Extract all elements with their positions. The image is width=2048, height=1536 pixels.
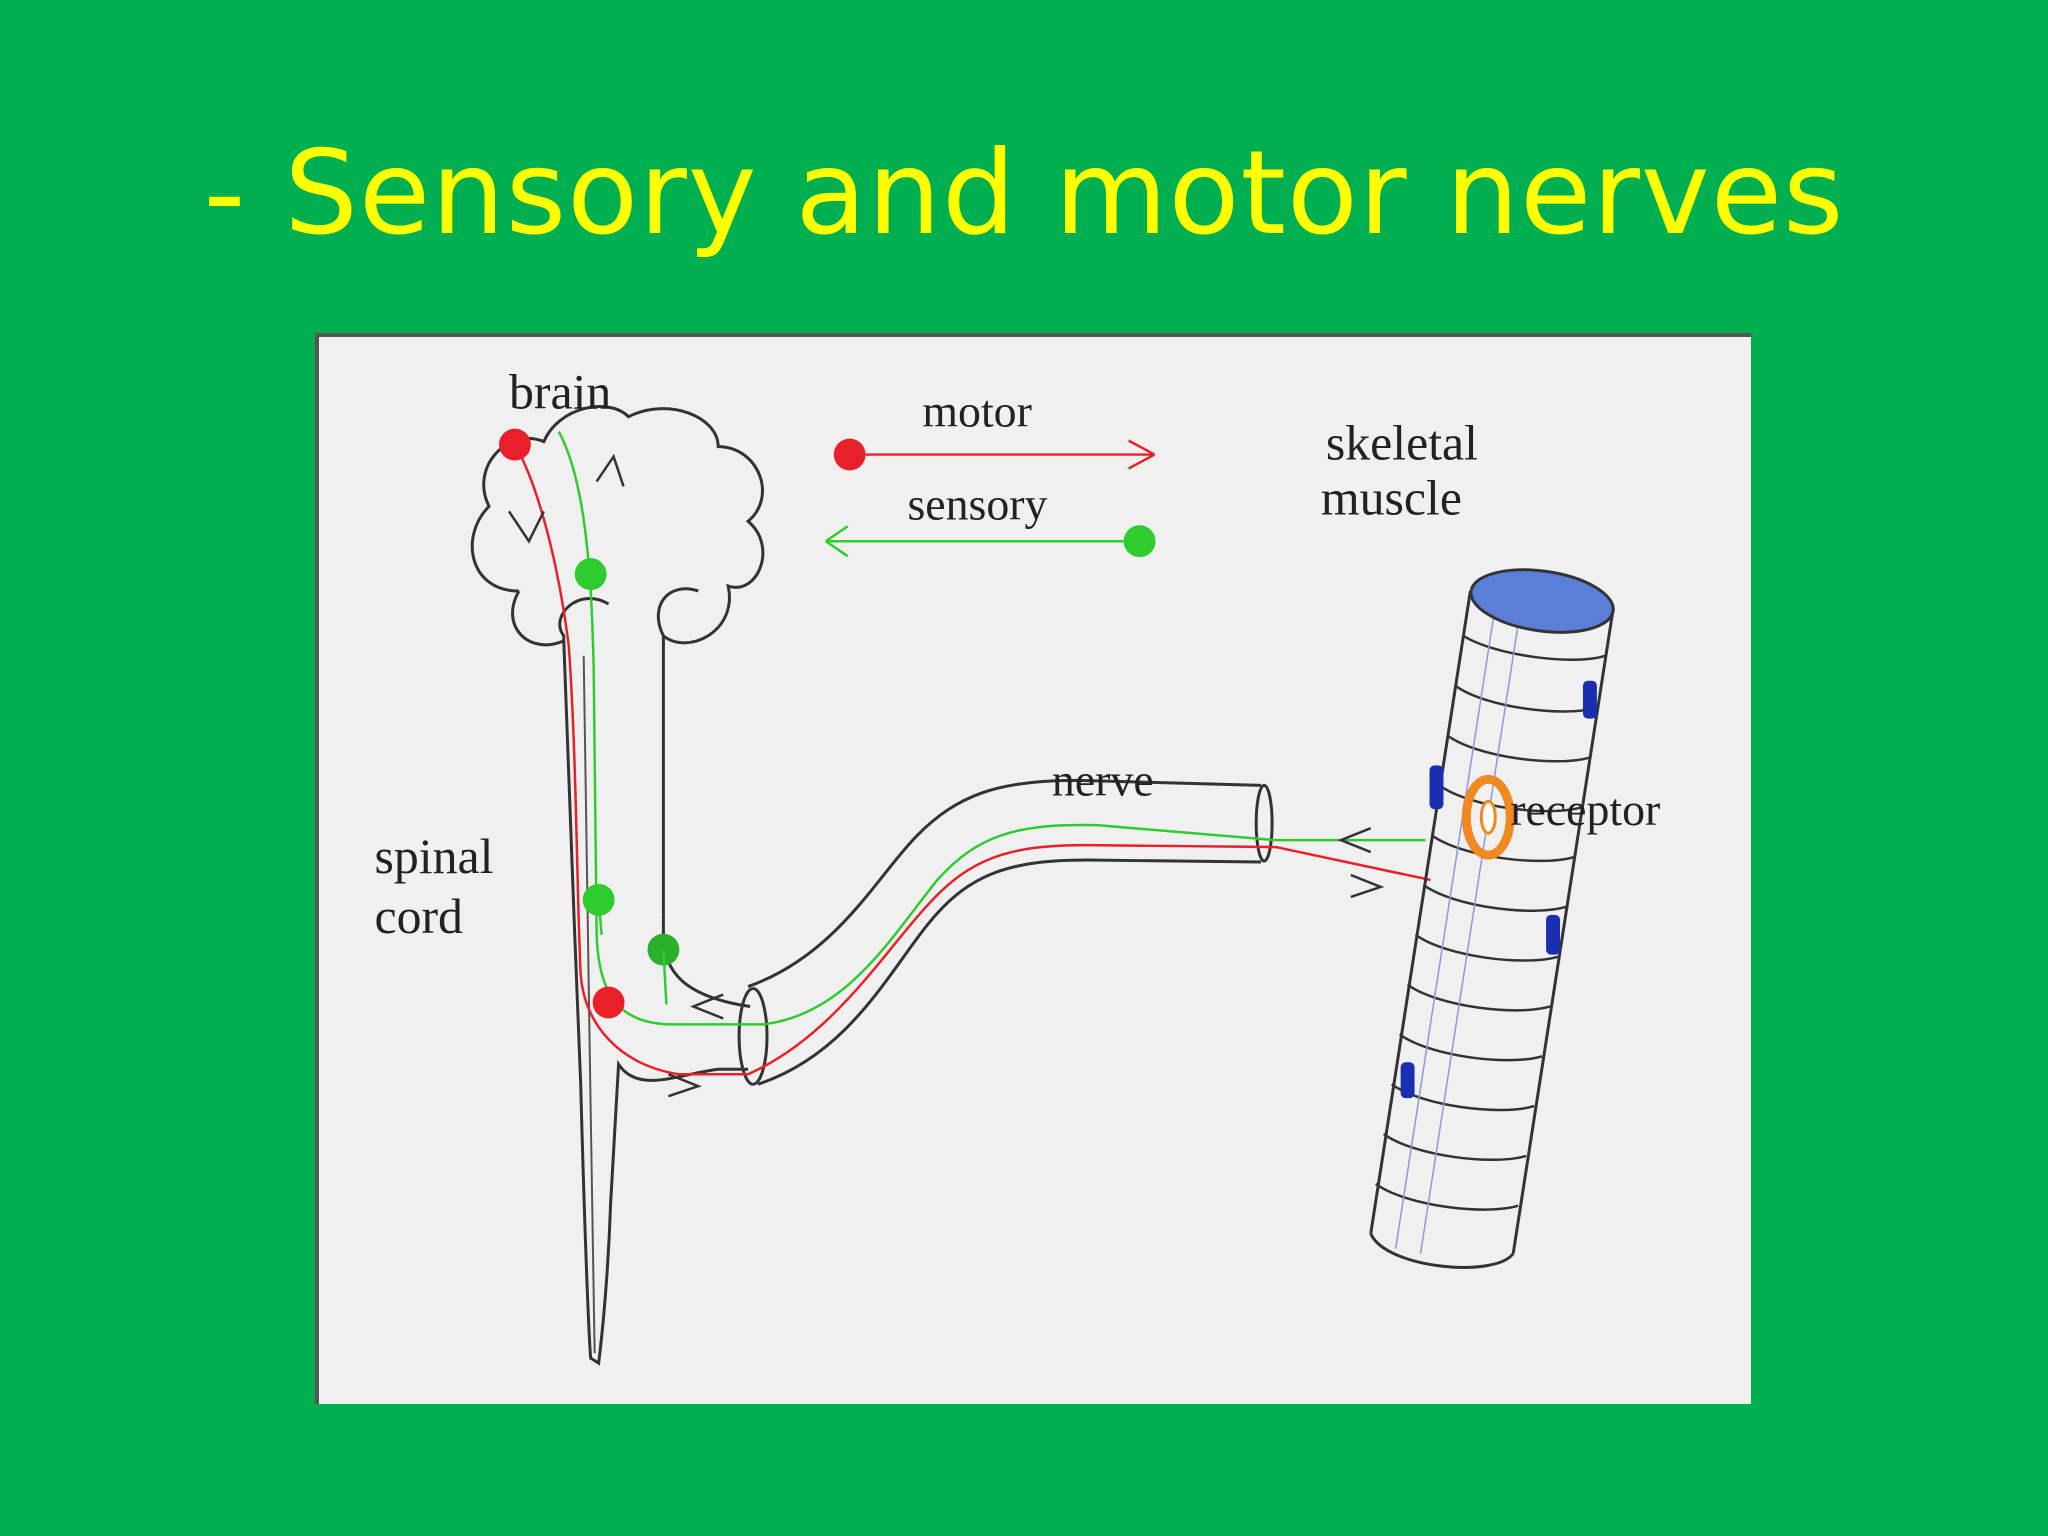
spinal-cord-inner <box>582 655 596 1354</box>
nerve-tube-bottom <box>757 858 1262 1086</box>
nerve-tube-cut-right <box>1254 783 1274 863</box>
arrow-sensory-cord <box>689 993 724 1020</box>
arrow-brain-motor <box>507 510 545 544</box>
label-cord: cord <box>374 889 463 944</box>
muscle-cap <box>1469 568 1615 634</box>
spinal-cord-right-edge <box>661 914 751 1008</box>
legend-motor-line <box>865 439 1156 470</box>
arrow-motor-cord <box>667 1073 702 1098</box>
motor-neuron-brain <box>499 428 531 461</box>
sensory-neuron-brain <box>574 558 607 591</box>
label-spinal: spinal <box>374 829 493 884</box>
label-receptor: receptor <box>1510 784 1660 835</box>
legend-motor-dot <box>833 438 866 471</box>
arrow-motor-out <box>1350 873 1385 899</box>
sensory-neuron-stem-2 <box>597 899 603 935</box>
legend-sensory-dot <box>1123 525 1156 558</box>
legend-motor-label: motor <box>922 386 1031 437</box>
brain-outline <box>470 405 765 915</box>
label-skeletal: skeletal <box>1326 416 1478 471</box>
label-brain: brain <box>509 365 611 420</box>
muscle-fiber-lines <box>1394 605 1521 1254</box>
slide-title: - Sensory and motor nerves <box>203 126 1845 261</box>
spinal-cord-outline <box>562 640 749 1366</box>
muscle-bottom <box>1369 1232 1515 1269</box>
legend-sensory-line <box>825 525 1124 558</box>
muscle-outline <box>1369 590 1615 1254</box>
brain-lobe-right <box>656 587 699 637</box>
arrow-brain-sensory <box>595 453 625 487</box>
motor-neuron-cord <box>592 986 625 1019</box>
muscle-bands <box>1374 634 1606 1211</box>
receptor-core <box>1479 799 1497 835</box>
muscle-blue-marks <box>1400 680 1597 1099</box>
label-nerve: nerve <box>1052 754 1154 805</box>
skeletal-muscle <box>1369 568 1615 1269</box>
label-muscle: muscle <box>1321 470 1462 525</box>
nerve-tube-top <box>747 778 1262 988</box>
legend-sensory-label: sensory <box>907 478 1047 529</box>
diagram-panel: motor sensory <box>315 333 1751 1404</box>
arrow-sensory-in <box>1337 827 1372 854</box>
motor-pathway <box>513 443 1431 1076</box>
brain-outline-left <box>511 590 610 647</box>
nerve-diagram: motor sensory <box>374 365 1660 1366</box>
receptor-ring <box>1461 774 1515 860</box>
sensory-neuron-stem <box>662 949 668 1005</box>
nerve-tube-cut-left <box>737 987 769 1086</box>
